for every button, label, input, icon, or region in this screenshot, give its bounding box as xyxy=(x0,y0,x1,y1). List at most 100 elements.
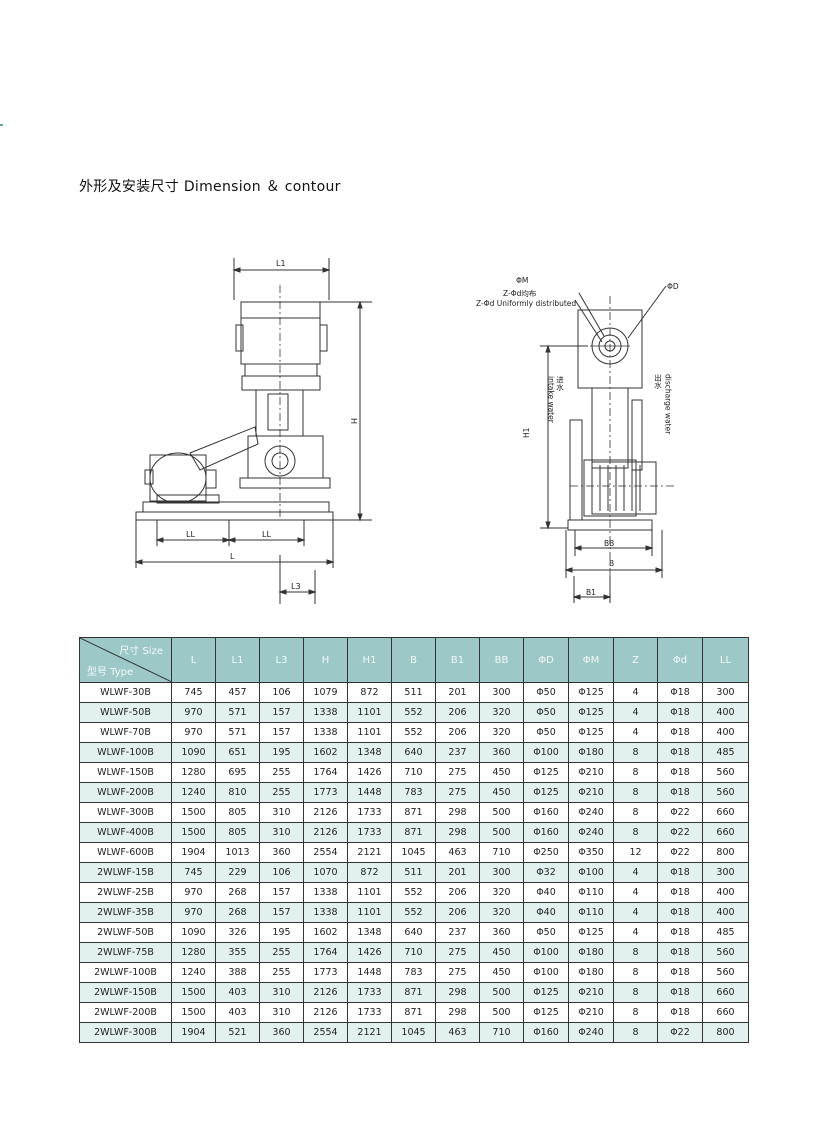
model-cell: 2WLWF-50B xyxy=(79,922,172,943)
value-cell: 1045 xyxy=(391,842,436,863)
value-cell: 1240 xyxy=(171,962,216,983)
value-cell: 237 xyxy=(435,742,480,763)
model-cell: WLWF-200B xyxy=(79,782,172,803)
value-cell: 275 xyxy=(435,782,480,803)
value-cell: 8 xyxy=(613,982,658,1003)
value-cell: Φ210 xyxy=(568,1002,614,1023)
value-cell: 400 xyxy=(702,902,749,923)
corner-header: 尺寸 Size 型号 Type xyxy=(79,637,172,683)
value-cell: 695 xyxy=(215,762,260,783)
value-cell: 745 xyxy=(171,862,216,883)
value-cell: 300 xyxy=(479,682,524,703)
front-view-drawing xyxy=(134,258,372,604)
value-cell: 206 xyxy=(435,702,480,723)
value-cell: Φ40 xyxy=(523,902,569,923)
value-cell: 640 xyxy=(391,742,436,763)
column-header: H xyxy=(303,637,348,683)
value-cell: 552 xyxy=(391,702,436,723)
value-cell: 206 xyxy=(435,882,480,903)
value-cell: 298 xyxy=(435,802,480,823)
value-cell: 1500 xyxy=(171,982,216,1003)
dimension-table: 尺寸 Size 型号 Type L L1 L3 H H1 B B1 BB ΦD … xyxy=(79,637,749,1043)
value-cell: 1733 xyxy=(347,822,392,843)
model-cell: 2WLWF-100B xyxy=(79,962,172,983)
value-cell: 298 xyxy=(435,822,480,843)
table-header-row: 尺寸 Size 型号 Type L L1 L3 H H1 B B1 BB ΦD … xyxy=(79,637,749,683)
value-cell: Φ240 xyxy=(568,822,614,843)
value-cell: 872 xyxy=(347,862,392,883)
value-cell: 2121 xyxy=(347,1022,392,1043)
value-cell: 485 xyxy=(702,742,749,763)
value-cell: 157 xyxy=(259,882,304,903)
value-cell: 1773 xyxy=(303,782,348,803)
label-intake-cn: 进水 xyxy=(555,376,564,392)
value-cell: Φ32 xyxy=(523,862,569,883)
value-cell: 268 xyxy=(215,902,260,923)
value-cell: 1101 xyxy=(347,702,392,723)
value-cell: 2554 xyxy=(303,842,348,863)
value-cell: 1013 xyxy=(215,842,260,863)
value-cell: 500 xyxy=(479,802,524,823)
value-cell: 360 xyxy=(259,1022,304,1043)
value-cell: 1500 xyxy=(171,1002,216,1023)
value-cell: 450 xyxy=(479,942,524,963)
value-cell: Φ22 xyxy=(657,822,703,843)
value-cell: Φ18 xyxy=(657,742,703,763)
value-cell: 660 xyxy=(702,802,749,823)
value-cell: 400 xyxy=(702,722,749,743)
value-cell: 157 xyxy=(259,902,304,923)
column-header: B1 xyxy=(435,637,480,683)
column-header: Z xyxy=(613,637,658,683)
value-cell: 651 xyxy=(215,742,260,763)
front-view-labels: L1 H LL LL L L3 xyxy=(186,259,358,591)
value-cell: 8 xyxy=(613,782,658,803)
value-cell: 560 xyxy=(702,762,749,783)
value-cell: Φ210 xyxy=(568,982,614,1003)
value-cell: 2554 xyxy=(303,1022,348,1043)
value-cell: 360 xyxy=(479,922,524,943)
label-l3: L3 xyxy=(291,582,301,591)
value-cell: Φ18 xyxy=(657,962,703,983)
value-cell: 805 xyxy=(215,802,260,823)
value-cell: 521 xyxy=(215,1022,260,1043)
value-cell: 710 xyxy=(479,1022,524,1043)
label-h1: H1 xyxy=(522,427,531,438)
value-cell: 326 xyxy=(215,922,260,943)
value-cell: Φ240 xyxy=(568,802,614,823)
value-cell: 1500 xyxy=(171,802,216,823)
value-cell: 8 xyxy=(613,942,658,963)
value-cell: Φ18 xyxy=(657,682,703,703)
value-cell: 1101 xyxy=(347,902,392,923)
label-phi-d: ΦD xyxy=(667,282,679,291)
value-cell: 4 xyxy=(613,682,658,703)
label-b: B xyxy=(609,559,614,568)
value-cell: 1904 xyxy=(171,1022,216,1043)
value-cell: 8 xyxy=(613,822,658,843)
value-cell: 320 xyxy=(479,902,524,923)
value-cell: 450 xyxy=(479,962,524,983)
value-cell: 871 xyxy=(391,1002,436,1023)
value-cell: 640 xyxy=(391,922,436,943)
value-cell: 970 xyxy=(171,702,216,723)
value-cell: 400 xyxy=(702,882,749,903)
label-ll-left: LL xyxy=(186,530,195,539)
model-cell: 2WLWF-25B xyxy=(79,882,172,903)
value-cell: Φ210 xyxy=(568,762,614,783)
model-cell: 2WLWF-200B xyxy=(79,1002,172,1023)
column-header: H1 xyxy=(347,637,392,683)
value-cell: Φ180 xyxy=(568,942,614,963)
value-cell: Φ18 xyxy=(657,1002,703,1023)
value-cell: Φ125 xyxy=(523,1002,569,1023)
value-cell: 275 xyxy=(435,962,480,983)
value-cell: 552 xyxy=(391,722,436,743)
value-cell: 8 xyxy=(613,762,658,783)
value-cell: 8 xyxy=(613,1022,658,1043)
value-cell: 571 xyxy=(215,702,260,723)
value-cell: Φ18 xyxy=(657,862,703,883)
